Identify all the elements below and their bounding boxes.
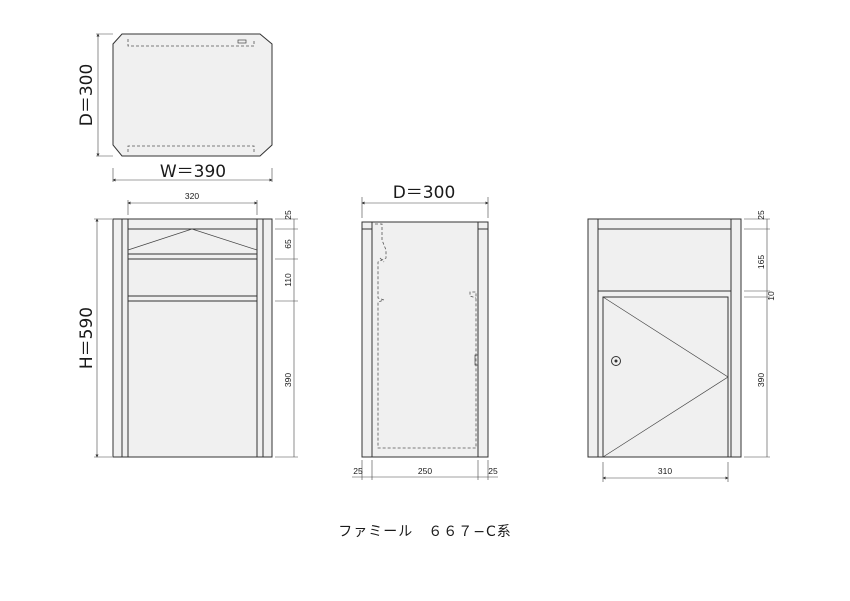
front-inner-width: 320	[185, 191, 199, 201]
front-height-65: 65	[283, 239, 293, 249]
front-height-110: 110	[283, 273, 293, 287]
front-view: 320 H＝590 25 65 110 390	[77, 191, 298, 458]
side-depth-label: D＝300	[393, 183, 456, 203]
door-height-25: 25	[756, 210, 766, 220]
front-height-label: H＝590	[77, 307, 97, 369]
side-bottom-25-right: 25	[488, 466, 498, 476]
door-view: 25 165 10 390 310	[587, 210, 776, 482]
side-bottom-25-left: 25	[353, 466, 363, 476]
side-bottom-250: 250	[418, 466, 432, 476]
caption: ファミール ６６７−C系	[338, 524, 512, 540]
side-view: D＝300 25 250 25	[352, 183, 498, 480]
top-depth-label: D＝300	[77, 64, 97, 127]
top-view: D＝300 W＝390	[77, 33, 273, 182]
front-height-25: 25	[283, 210, 293, 220]
door-height-10: 10	[766, 291, 776, 301]
door-width-label: 310	[658, 466, 672, 476]
top-width-label: W＝390	[160, 162, 226, 182]
front-height-390: 390	[283, 373, 293, 387]
keyhole-icon	[611, 356, 621, 366]
door-height-390: 390	[756, 373, 766, 387]
door-height-165: 165	[756, 255, 766, 269]
